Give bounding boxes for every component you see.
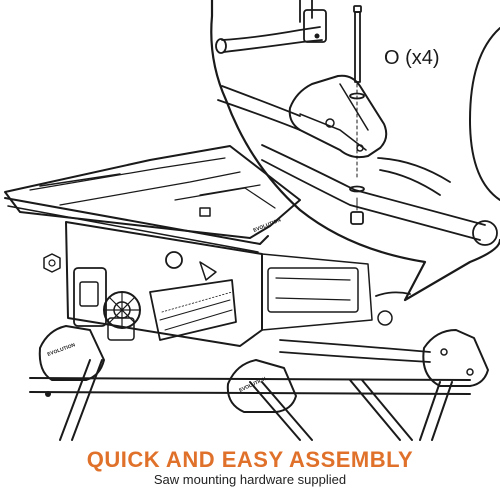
detail-stand-tubes [215,0,498,246]
subheadline: Saw mounting hardware supplied [153,472,347,487]
stand-bracket-left: EVOLUTION [38,325,105,397]
detail-callout: O (x4) [210,0,500,302]
stand-bracket-center: EVOLUTION [226,359,297,413]
brand-mark-table: EVOLUTION [253,217,283,234]
stand-bracket-right [422,329,489,387]
part-label: O (x4) [384,47,440,69]
detail-corner-bracket [288,74,388,159]
headline: QUICK AND EASY ASSEMBLY [86,447,414,472]
table-saw: EVOLUTION [4,145,373,347]
stand-frame [29,291,471,441]
bolt-assembly [349,5,365,225]
brand-mark-left: EVOLUTION [47,342,77,358]
